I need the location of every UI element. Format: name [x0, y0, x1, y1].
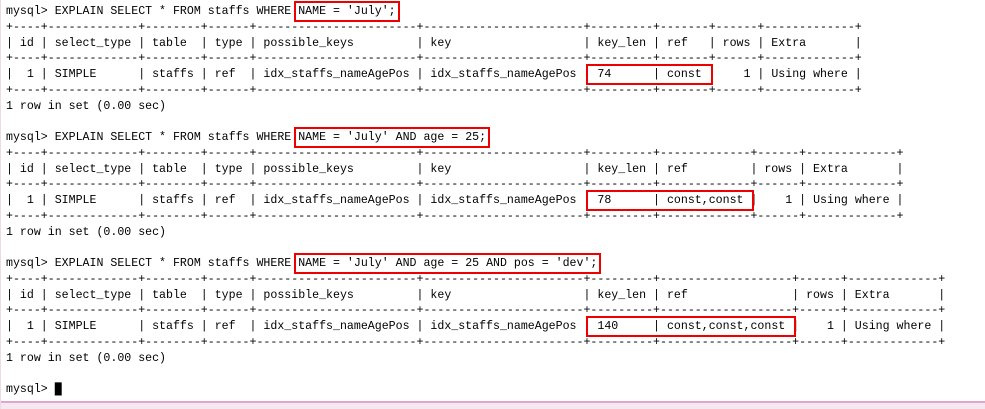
- table-rule-text: +----+-------------+--------+------+----…: [6, 52, 862, 66]
- final-prompt-line: mysql> █: [6, 382, 985, 398]
- status-text: 1 row in set (0.00 sec): [6, 225, 167, 239]
- table-row-text: | 1 | SIMPLE | staffs | ref | idx_staffs…: [6, 194, 591, 207]
- table-rule: +----+-------------+--------+------+----…: [6, 272, 985, 288]
- table-rule-text: +----+-------------+--------+------+----…: [6, 209, 904, 223]
- table-rule-text: +----+-------------+--------+------+----…: [6, 335, 946, 349]
- table-header-text: | id | select_type | table | type | poss…: [6, 162, 904, 176]
- table-rule-text: +----+-------------+--------+------+----…: [6, 178, 904, 192]
- query-line: mysql> EXPLAIN SELECT * FROM staffs WHER…: [6, 253, 985, 274]
- highlight-box: 74 | const: [586, 64, 713, 85]
- query-line: mysql> EXPLAIN SELECT * FROM staffs WHER…: [6, 127, 985, 148]
- table-rule: +----+-------------+--------+------+----…: [6, 303, 985, 319]
- table-row-text: | 1 | Using where |: [708, 68, 862, 81]
- blank-line: [6, 366, 985, 382]
- table-rule-text: +----+-------------+--------+------+----…: [6, 304, 946, 318]
- query-text: mysql> EXPLAIN SELECT * FROM staffs WHER…: [6, 5, 299, 18]
- table-row-text: | 1 | SIMPLE | staffs | ref | idx_staffs…: [6, 68, 591, 81]
- query-text: mysql> EXPLAIN SELECT * FROM staffs WHER…: [6, 131, 299, 144]
- table-rule: +----+-------------+--------+------+----…: [6, 177, 985, 193]
- table-row: | 1 | SIMPLE | staffs | ref | idx_staffs…: [6, 190, 985, 211]
- table-rule: +----+-------------+--------+------+----…: [6, 209, 985, 225]
- table-header-text: | id | select_type | table | type | poss…: [6, 288, 946, 302]
- table-rule-text: +----+-------------+--------+------+----…: [6, 20, 862, 34]
- query-line: mysql> EXPLAIN SELECT * FROM staffs WHER…: [6, 1, 985, 22]
- terminal-output[interactable]: mysql> EXPLAIN SELECT * FROM staffs WHER…: [1, 0, 985, 398]
- blank-line: [6, 240, 985, 256]
- table-rule: +----+-------------+--------+------+----…: [6, 146, 985, 162]
- table-rule: +----+-------------+--------+------+----…: [6, 335, 985, 351]
- table-rule-text: +----+-------------+--------+------+----…: [6, 83, 862, 97]
- highlight-box: NAME = 'July' AND age = 25 AND pos = 'de…: [294, 253, 602, 274]
- table-rule: +----+-------------+--------+------+----…: [6, 83, 985, 99]
- status-line: 1 row in set (0.00 sec): [6, 225, 985, 241]
- status-text: 1 row in set (0.00 sec): [6, 351, 167, 365]
- table-rule: +----+-------------+--------+------+----…: [6, 20, 985, 36]
- table-row: | 1 | SIMPLE | staffs | ref | idx_staffs…: [6, 316, 985, 337]
- table-header: | id | select_type | table | type | poss…: [6, 36, 985, 52]
- terminal-cursor: █: [54, 383, 62, 396]
- status-line: 1 row in set (0.00 sec): [6, 351, 985, 367]
- table-row-text: | 1 | Using where |: [792, 320, 946, 333]
- highlight-box: NAME = 'July' AND age = 25;: [294, 127, 491, 148]
- table-header-text: | id | select_type | table | type | poss…: [6, 36, 862, 50]
- table-row-text: | 1 | SIMPLE | staffs | ref | idx_staffs…: [6, 320, 591, 333]
- table-rule: +----+-------------+--------+------+----…: [6, 51, 985, 67]
- table-row: | 1 | SIMPLE | staffs | ref | idx_staffs…: [6, 64, 985, 85]
- table-rule-text: +----+-------------+--------+------+----…: [6, 272, 946, 286]
- blank-line: [6, 114, 985, 130]
- table-rule-text: +----+-------------+--------+------+----…: [6, 146, 904, 160]
- prompt-text: mysql>: [6, 383, 55, 396]
- query-text: mysql> EXPLAIN SELECT * FROM staffs WHER…: [6, 257, 299, 270]
- terminal-lines: mysql> EXPLAIN SELECT * FROM staffs WHER…: [6, 1, 985, 382]
- table-row-text: | 1 | Using where |: [750, 194, 904, 207]
- highlight-box: 140 | const,const,const: [586, 316, 797, 337]
- table-header: | id | select_type | table | type | poss…: [6, 288, 985, 304]
- table-header: | id | select_type | table | type | poss…: [6, 162, 985, 178]
- status-line: 1 row in set (0.00 sec): [6, 99, 985, 115]
- highlight-box: 78 | const,const: [586, 190, 755, 211]
- highlight-box: NAME = 'July';: [294, 1, 400, 22]
- status-text: 1 row in set (0.00 sec): [6, 99, 167, 113]
- window-bottom-border: [1, 401, 985, 409]
